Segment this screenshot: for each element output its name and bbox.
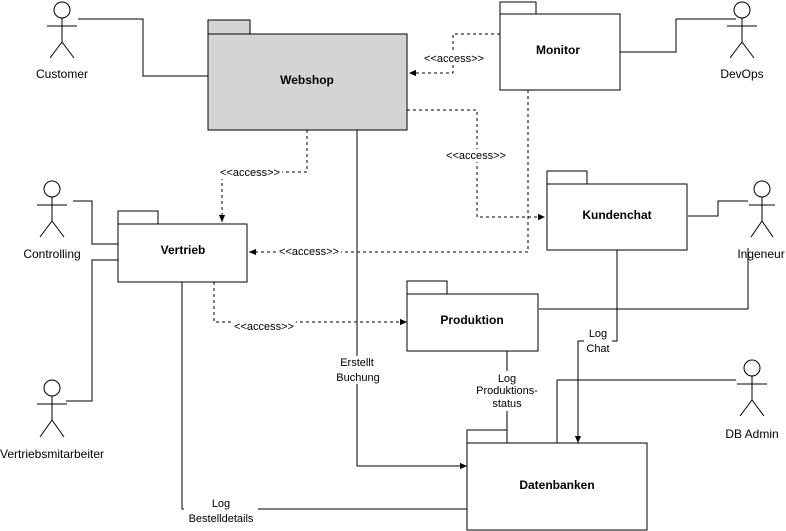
label-erstellt: Erstellt [340,357,374,369]
edge-labels: <<access>> <<access>> <<access>> <<acces… [184,52,612,525]
access-label-monitor-vertrieb: <<access>> [279,246,339,258]
edge-ingeneur-produktion [539,248,749,310]
edge-controlling-vertrieb [73,200,118,245]
label-log-chat-1: Log [589,328,607,340]
package-produktion[interactable]: Produktion [406,280,539,352]
edge-ingeneur-kundenchat [688,200,748,217]
actor-label-controlling: Controlling [23,247,80,261]
edge-devops-monitor [620,18,736,53]
label-log-produktion-3: status [492,398,522,410]
stick-figure-icon [47,1,77,59]
actor-label-customer: Customer [36,67,88,81]
label-log-produktion-1: Log [498,373,516,385]
label-log-bestell-1: Log [212,498,230,510]
actor-label-devops: DevOps [720,67,763,81]
package-datenbanken[interactable]: Datenbanken [466,429,648,531]
actor-label-ingeneur: Ingeneur [737,247,784,261]
stick-figure-icon [749,180,775,238]
actor-label-vertriebsmitarbeiter: Vertriebsmitarbeiter [0,447,104,461]
package-title-webshop: Webshop [280,73,334,87]
stick-figure-icon [37,379,67,438]
label-log-bestell-2: Bestelldetails [189,513,254,525]
stick-figure-icon [37,180,67,238]
actor-devops[interactable]: DevOps [720,1,764,81]
edge-monitor-vertrieb-access [249,90,529,256]
stick-figure-icon [727,1,757,59]
edge-vertriebsmitarbeiter-vertrieb [66,259,118,402]
actor-customer[interactable]: Customer [36,1,88,81]
actor-vertriebsmitarbeiter[interactable]: Vertriebsmitarbeiter [0,379,104,461]
edge-webshop-kundenchat-access [407,109,545,221]
label-log-chat-2: Chat [586,343,609,355]
package-title-vertrieb: Vertrieb [161,243,206,257]
package-webshop[interactable]: Webshop [207,19,408,131]
label-buchung: Buchung [336,372,379,384]
package-kundenchat[interactable]: Kundenchat [546,170,688,251]
actor-db-admin[interactable]: DB Admin [725,359,779,441]
edge-customer-webshop [78,18,208,77]
edge-webshop-datenbanken [356,130,467,470]
connectors [66,18,749,510]
actor-controlling[interactable]: Controlling [23,180,81,261]
edge-dbadmin-datenbanken [556,379,736,443]
access-label-webshop-vertrieb: <<access>> [220,167,280,179]
actor-label-db-admin: DB Admin [725,427,778,441]
access-label-monitor-webshop: <<access>> [424,53,484,65]
access-label-vertrieb-produktion: <<access>> [234,321,294,333]
package-title-produktion: Produktion [440,313,503,327]
access-label-webshop-kundenchat: <<access>> [446,150,506,162]
package-monitor[interactable]: Monitor [499,1,621,91]
edge-vertrieb-datenbanken [181,282,467,510]
stick-figure-icon [737,359,767,417]
package-title-kundenchat: Kundenchat [582,208,651,222]
package-title-monitor: Monitor [536,43,580,57]
package-vertrieb[interactable]: Vertrieb [117,210,248,283]
actor-ingeneur[interactable]: Ingeneur [737,180,785,261]
edge-vertrieb-produktion-access [213,282,407,326]
package-title-datenbanken: Datenbanken [519,478,594,492]
label-log-produktion-2: Produktions- [476,385,538,397]
